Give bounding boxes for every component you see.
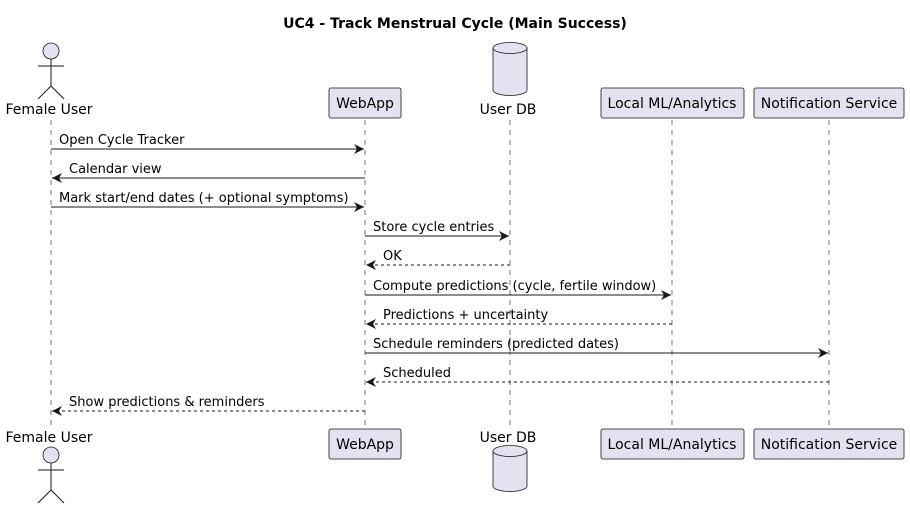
notification-service-box-bottom: Notification Service [753, 428, 905, 460]
female-user-actor-bottom: Female User [6, 430, 93, 504]
message-label: Mark start/end dates (+ optional symptom… [59, 191, 349, 206]
notification-service-label-bottom: Notification Service [761, 437, 898, 453]
user-db-cylinder-top: User DB [480, 42, 537, 118]
message: Store cycle entries [365, 220, 509, 241]
notification-service-box-top: Notification Service [753, 87, 905, 119]
female-user-label-bottom: Female User [6, 430, 93, 446]
participants-bottom: Female User WebApp User DB Local ML/Anal… [6, 428, 905, 504]
webapp-label: WebApp [336, 96, 394, 112]
user-db-label-bottom: User DB [480, 430, 537, 446]
message-label: Show predictions & reminders [69, 395, 265, 410]
local-ml-label-bottom: Local ML/Analytics [608, 437, 737, 453]
webapp-box-bottom: WebApp [328, 428, 402, 460]
message-label: Scheduled [383, 366, 451, 381]
notification-service-label: Notification Service [761, 96, 898, 112]
message-label: Open Cycle Tracker [59, 133, 185, 148]
message: Calendar view [52, 162, 365, 183]
message-label: Schedule reminders (predicted dates) [373, 337, 619, 352]
message: Scheduled [366, 366, 829, 387]
female-user-label: Female User [6, 102, 93, 118]
webapp-box-top: WebApp [328, 87, 402, 119]
message: Compute predictions (cycle, fertile wind… [365, 279, 671, 300]
local-ml-box-top: Local ML/Analytics [600, 87, 745, 119]
female-user-actor-top: Female User [6, 42, 93, 118]
diagram-title: UC4 - Track Menstrual Cycle (Main Succes… [283, 16, 627, 32]
message-label: Predictions + uncertainty [383, 308, 548, 323]
message: Predictions + uncertainty [366, 308, 672, 329]
local-ml-box-bottom: Local ML/Analytics [600, 428, 745, 460]
message-label: Calendar view [69, 162, 162, 177]
message: Schedule reminders (predicted dates) [365, 337, 828, 358]
user-db-label: User DB [480, 102, 537, 118]
message: Show predictions & reminders [52, 395, 365, 416]
message-label: Store cycle entries [373, 220, 495, 235]
participants-top: Female User WebApp User DB Local ML/Anal… [6, 42, 905, 119]
lifelines [50, 120, 830, 426]
actor-head [42, 42, 60, 60]
webapp-label-bottom: WebApp [336, 437, 394, 453]
message-label: Compute predictions (cycle, fertile wind… [373, 279, 656, 294]
local-ml-label: Local ML/Analytics [608, 96, 737, 112]
message: Open Cycle Tracker [51, 133, 364, 154]
actor-head-bottom [42, 446, 60, 464]
user-db-cylinder-bottom: User DB [480, 430, 537, 492]
message: Mark start/end dates (+ optional symptom… [51, 191, 364, 212]
message: OK [366, 249, 510, 270]
message-label: OK [383, 249, 402, 264]
